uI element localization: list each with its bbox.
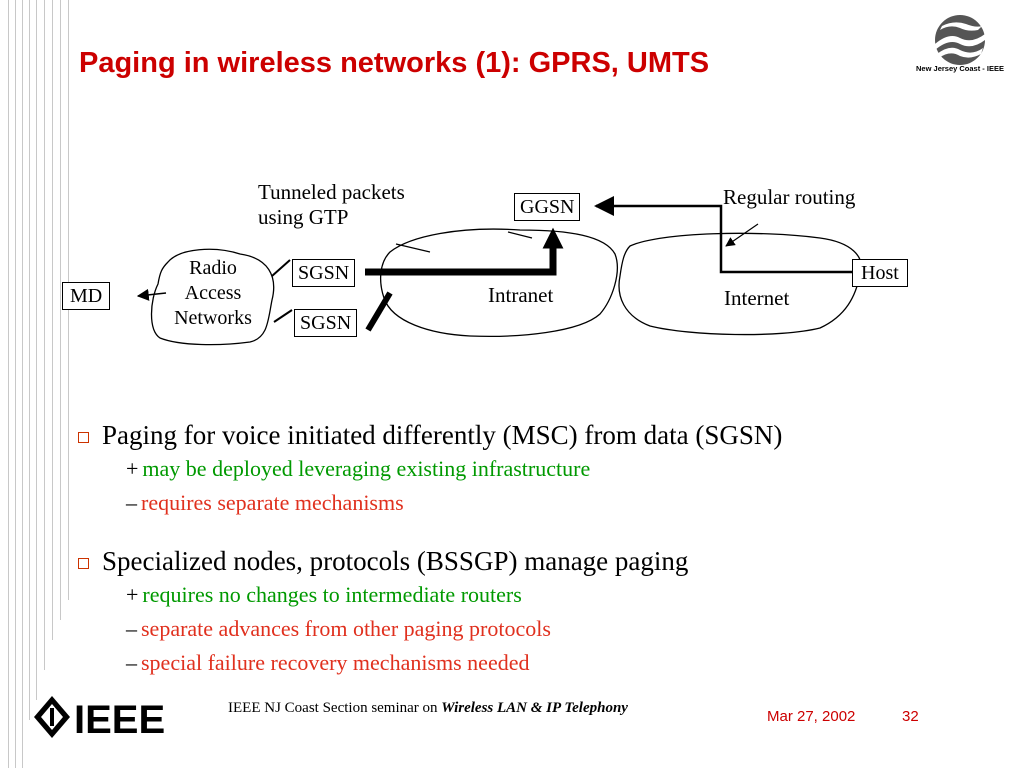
slide-title: Paging in wireless networks (1): GPRS, U… xyxy=(79,47,710,79)
sub-bullet-text: may be deployed leveraging existing infr… xyxy=(142,456,591,481)
sub-bullet-text: special failure recovery mechanisms need… xyxy=(141,650,530,675)
logo-text: New Jersey Coast - IEEE xyxy=(916,64,1004,73)
ran-label-line: Access xyxy=(184,282,242,304)
minus-symbol: – xyxy=(126,490,137,515)
minus-symbol: – xyxy=(126,616,137,641)
sub-bullet-text: requires separate mechanisms xyxy=(141,490,404,515)
ran-cloud xyxy=(150,248,275,346)
sub-bullet-con: –separate advances from other paging pro… xyxy=(78,612,1008,646)
sub-bullet-text: requires no changes to intermediate rout… xyxy=(142,582,522,607)
minus-symbol: – xyxy=(126,650,137,675)
ran-sgsn-link xyxy=(271,259,291,277)
ieee-logo-text: IEEE xyxy=(74,698,165,742)
sgsn-box-top: SGSN xyxy=(292,259,356,287)
left-rule xyxy=(8,0,9,768)
gtp-tunnel-line xyxy=(365,291,393,332)
left-rule xyxy=(22,0,23,768)
tunnel-pointer xyxy=(507,231,533,239)
sgsn-box-bottom: SGSN xyxy=(294,309,358,337)
sub-bullet-pro: +may be deployed leveraging existing inf… xyxy=(78,452,1008,486)
sub-bullet-text: separate advances from other paging prot… xyxy=(141,616,551,641)
bullet-item: Specialized nodes, protocols (BSSGP) man… xyxy=(78,544,1008,578)
footer-seminar-prefix: IEEE NJ Coast Section seminar on xyxy=(228,700,442,716)
sub-bullet-con: –special failure recovery mechanisms nee… xyxy=(78,646,1008,680)
tunnel-label-line: using GTP xyxy=(258,205,349,229)
internet-cloud xyxy=(618,232,862,336)
left-rule xyxy=(29,0,30,720)
left-rule xyxy=(52,0,53,640)
tunnel-label: Tunneled packets using GTP xyxy=(258,180,405,230)
left-rule xyxy=(44,0,45,670)
routing-label: Regular routing xyxy=(723,185,856,209)
ran-sgsn-link xyxy=(273,309,293,323)
footer-seminar-topic: Wireless LAN & IP Telephony xyxy=(441,700,628,716)
plus-symbol: + xyxy=(126,582,139,607)
md-box: MD xyxy=(62,282,111,310)
regular-routing-arrow xyxy=(594,196,852,274)
sub-bullet-pro: +requires no changes to intermediate rou… xyxy=(78,578,1008,612)
host-box: Host xyxy=(852,259,908,287)
intranet-cloud xyxy=(379,228,618,337)
footer-page-number: 32 xyxy=(902,708,919,725)
footer-date: Mar 27, 2002 xyxy=(767,708,856,725)
bullet-box-icon xyxy=(78,432,89,443)
internet-label: Internet xyxy=(724,286,790,310)
ran-label-line: Radio xyxy=(189,257,237,279)
intranet-label: Intranet xyxy=(488,283,554,307)
gtp-tunnel-arrow xyxy=(365,227,564,276)
nj-coast-ieee-logo: New Jersey Coast - IEEE xyxy=(916,15,1004,73)
bullet-text: Paging for voice initiated differently (… xyxy=(102,420,783,450)
ran-label: Radio Access Networks xyxy=(158,256,268,331)
ran-label-line: Networks xyxy=(174,307,252,329)
sub-bullet-con: –requires separate mechanisms xyxy=(78,486,1008,520)
bullet-text: Specialized nodes, protocols (BSSGP) man… xyxy=(102,546,689,576)
footer-seminar: IEEE NJ Coast Section seminar on Wireles… xyxy=(228,700,628,717)
ieee-logo: IEEE xyxy=(34,696,165,742)
spacer xyxy=(78,520,1008,544)
left-rule xyxy=(15,0,16,768)
plus-symbol: + xyxy=(126,456,139,481)
ggsn-box: GGSN xyxy=(514,193,581,221)
md-arrow xyxy=(136,288,167,301)
bullet-item: Paging for voice initiated differently (… xyxy=(78,418,1008,452)
left-rule xyxy=(60,0,61,620)
bullet-list: Paging for voice initiated differently (… xyxy=(78,418,1008,680)
tunnel-pointer xyxy=(395,243,431,253)
diagram-canvas xyxy=(136,196,862,346)
bullet-box-icon xyxy=(78,558,89,569)
tunnel-label-line: Tunneled packets xyxy=(258,180,405,204)
left-rule xyxy=(36,0,37,700)
routing-pointer xyxy=(725,223,759,247)
